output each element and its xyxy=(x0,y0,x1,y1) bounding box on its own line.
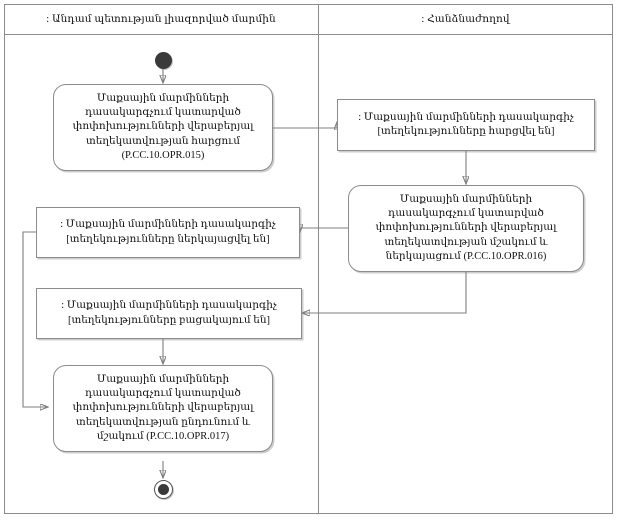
activity-opr-017[interactable]: Մաքսային մարմինների դասակարգչում կատարվա… xyxy=(53,365,273,452)
activity-opr-016[interactable]: Մաքսային մարմինների դասակարգչում կատարվա… xyxy=(348,185,584,272)
activity-opr-017-label: Մաքսային մարմինների դասակարգչում կատարվա… xyxy=(72,373,254,442)
final-node xyxy=(154,480,173,499)
activity-opr-016-label: Մաքսային մարմինների դասակարգչում կատարվա… xyxy=(375,193,557,262)
object-node-information-requested-label: : Մաքսային մարմինների դասակարգիչ [տեղեկո… xyxy=(358,111,574,137)
object-node-information-presented[interactable]: : Մաքսային մարմինների դասակարգիչ [տեղեկո… xyxy=(36,207,300,258)
swimlane-header-member-state-authority: : Անդամ պետության լիազորված մարմին xyxy=(4,4,318,35)
swimlane-header-commission: : Հանձնաժողով xyxy=(318,4,613,35)
object-node-information-presented-label: : Մաքսային մարմինների դասակարգիչ [տեղեկո… xyxy=(60,219,276,245)
object-node-information-requested[interactable]: : Մաքսային մարմինների դասակարգիչ [տեղեկո… xyxy=(337,99,595,151)
object-node-information-absent-label: : Մաքսային մարմինների դասակարգիչ [տեղեկո… xyxy=(61,300,277,326)
activity-opr-015[interactable]: Մաքսային մարմինների դասակարգչում կատարվա… xyxy=(53,84,273,171)
swimlane-divider xyxy=(318,4,319,514)
activity-opr-015-label: Մաքսային մարմինների դասակարգչում կատարվա… xyxy=(72,92,254,161)
object-node-information-absent[interactable]: : Մաքսային մարմինների դասակարգիչ [տեղեկո… xyxy=(36,288,302,339)
initial-node xyxy=(155,52,172,69)
